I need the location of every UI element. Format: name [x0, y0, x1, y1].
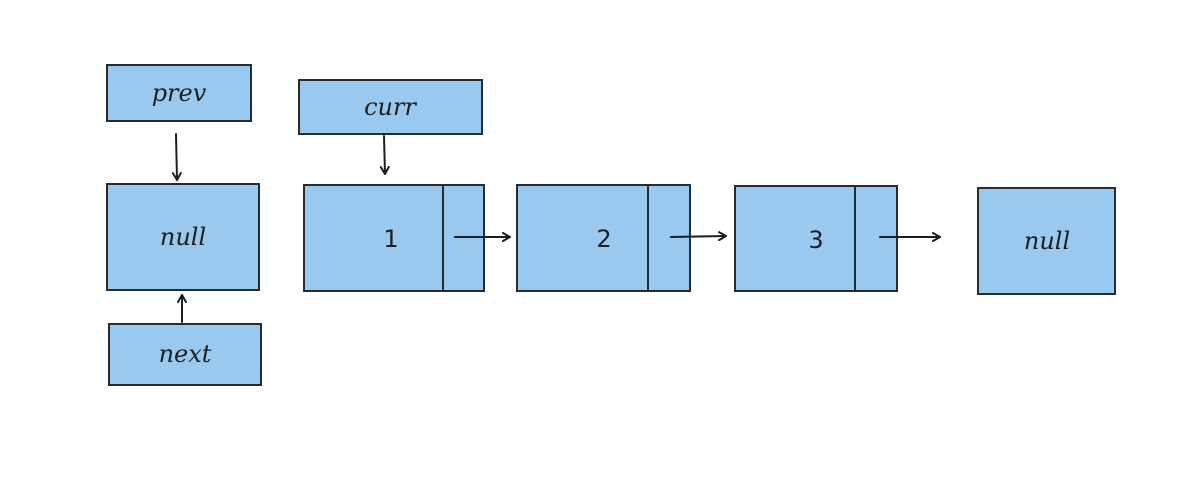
next-label: next: [159, 340, 212, 368]
tail-null-node: null: [977, 187, 1116, 295]
curr-arrow: [379, 135, 390, 175]
node-3-value: 3: [808, 226, 823, 254]
node-2-next-arrow: [670, 231, 727, 242]
node-1-value: 1: [383, 225, 398, 253]
prev-pointer: prev: [106, 64, 252, 122]
list-node-2: 2: [516, 184, 691, 292]
curr-label: curr: [364, 93, 417, 121]
head-null-node: null: [106, 183, 260, 291]
curr-pointer: curr: [298, 79, 483, 135]
next-pointer: next: [108, 323, 262, 386]
tail-null-label: null: [1024, 227, 1070, 255]
node-2-value: 2: [596, 225, 611, 253]
head-null-label: null: [160, 223, 206, 251]
list-node-3: 3: [734, 185, 898, 292]
prev-arrow: [171, 133, 182, 181]
prev-label: prev: [152, 79, 207, 107]
